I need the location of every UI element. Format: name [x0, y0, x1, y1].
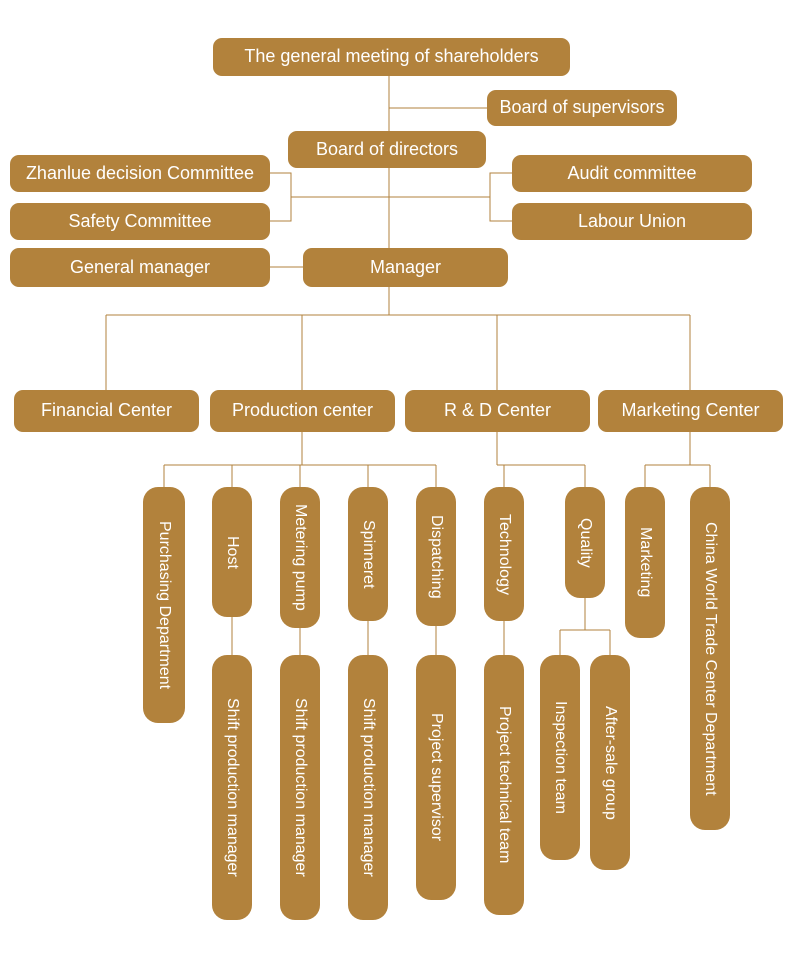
node-shift-production-manager-2: Shift production manager — [280, 655, 320, 920]
node-after-sale-group: After-sale group — [590, 655, 630, 870]
node-board-of-supervisors: Board of supervisors — [487, 90, 677, 126]
node-financial-center: Financial Center — [14, 390, 199, 432]
node-project-technical-team: Project technical team — [484, 655, 524, 915]
node-marketing-center: Marketing Center — [598, 390, 783, 432]
node-dispatching: Dispatching — [416, 487, 456, 626]
node-rnd-center: R & D Center — [405, 390, 590, 432]
node-shift-production-manager-1: Shift production manager — [212, 655, 252, 920]
node-quality: Quality — [565, 487, 605, 598]
node-metering-pump: Metering pump — [280, 487, 320, 628]
node-purchasing-department: Purchasing Department — [143, 487, 185, 723]
node-board-of-directors: Board of directors — [288, 131, 486, 168]
node-marketing: Marketing — [625, 487, 665, 638]
node-audit-committee: Audit committee — [512, 155, 752, 192]
node-manager: Manager — [303, 248, 508, 287]
connector-path — [105, 76, 711, 655]
node-inspection-team: Inspection team — [540, 655, 580, 860]
node-general-manager: General manager — [10, 248, 270, 287]
node-labour-union: Labour Union — [512, 203, 752, 240]
node-general-meeting-of-shareholders: The general meeting of shareholders — [213, 38, 570, 76]
node-china-world-trade-center-department: China World Trade Center Department — [690, 487, 730, 830]
node-technology: Technology — [484, 487, 524, 621]
node-production-center: Production center — [210, 390, 395, 432]
node-shift-production-manager-3: Shift production manager — [348, 655, 388, 920]
node-zhanlue-decision-committee: Zhanlue decision Committee — [10, 155, 270, 192]
node-host: Host — [212, 487, 252, 617]
node-safety-committee: Safety Committee — [10, 203, 270, 240]
node-spinneret: Spinneret — [348, 487, 388, 621]
node-project-supervisor: Project supervisor — [416, 655, 456, 900]
